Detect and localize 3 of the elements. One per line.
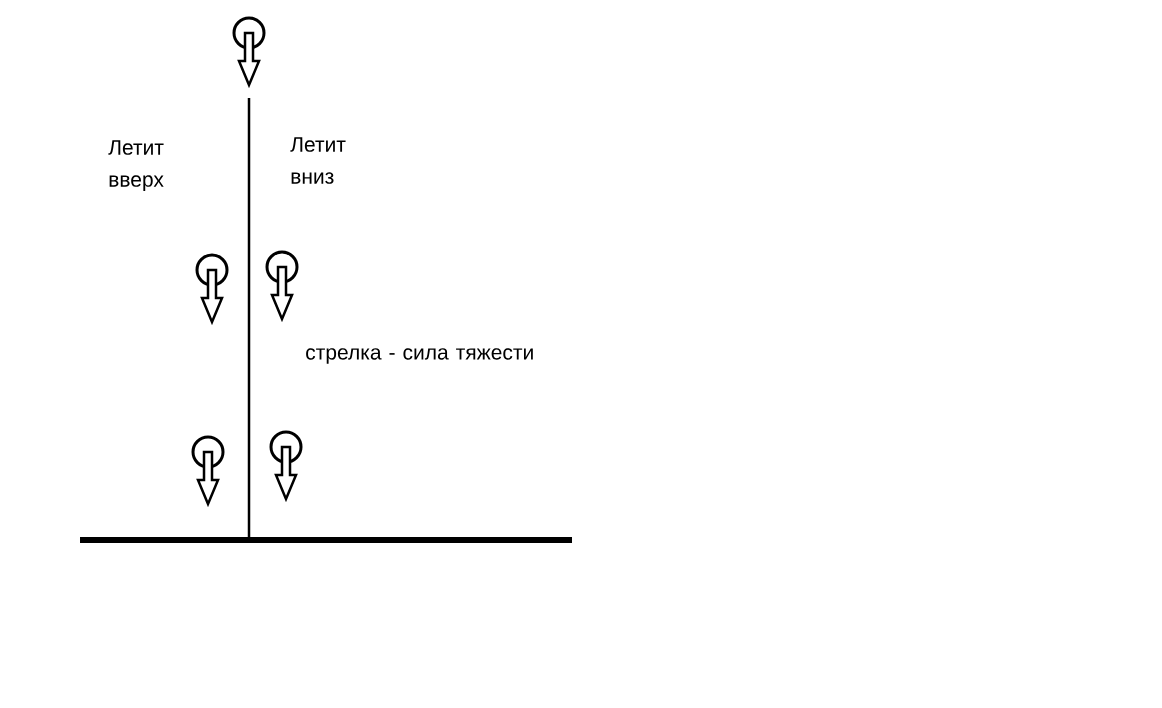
text-label: Летит вверх	[108, 140, 164, 191]
text-label: стрелка - сила тяжести	[306, 348, 533, 364]
text-label: Летит вниз	[290, 137, 346, 184]
